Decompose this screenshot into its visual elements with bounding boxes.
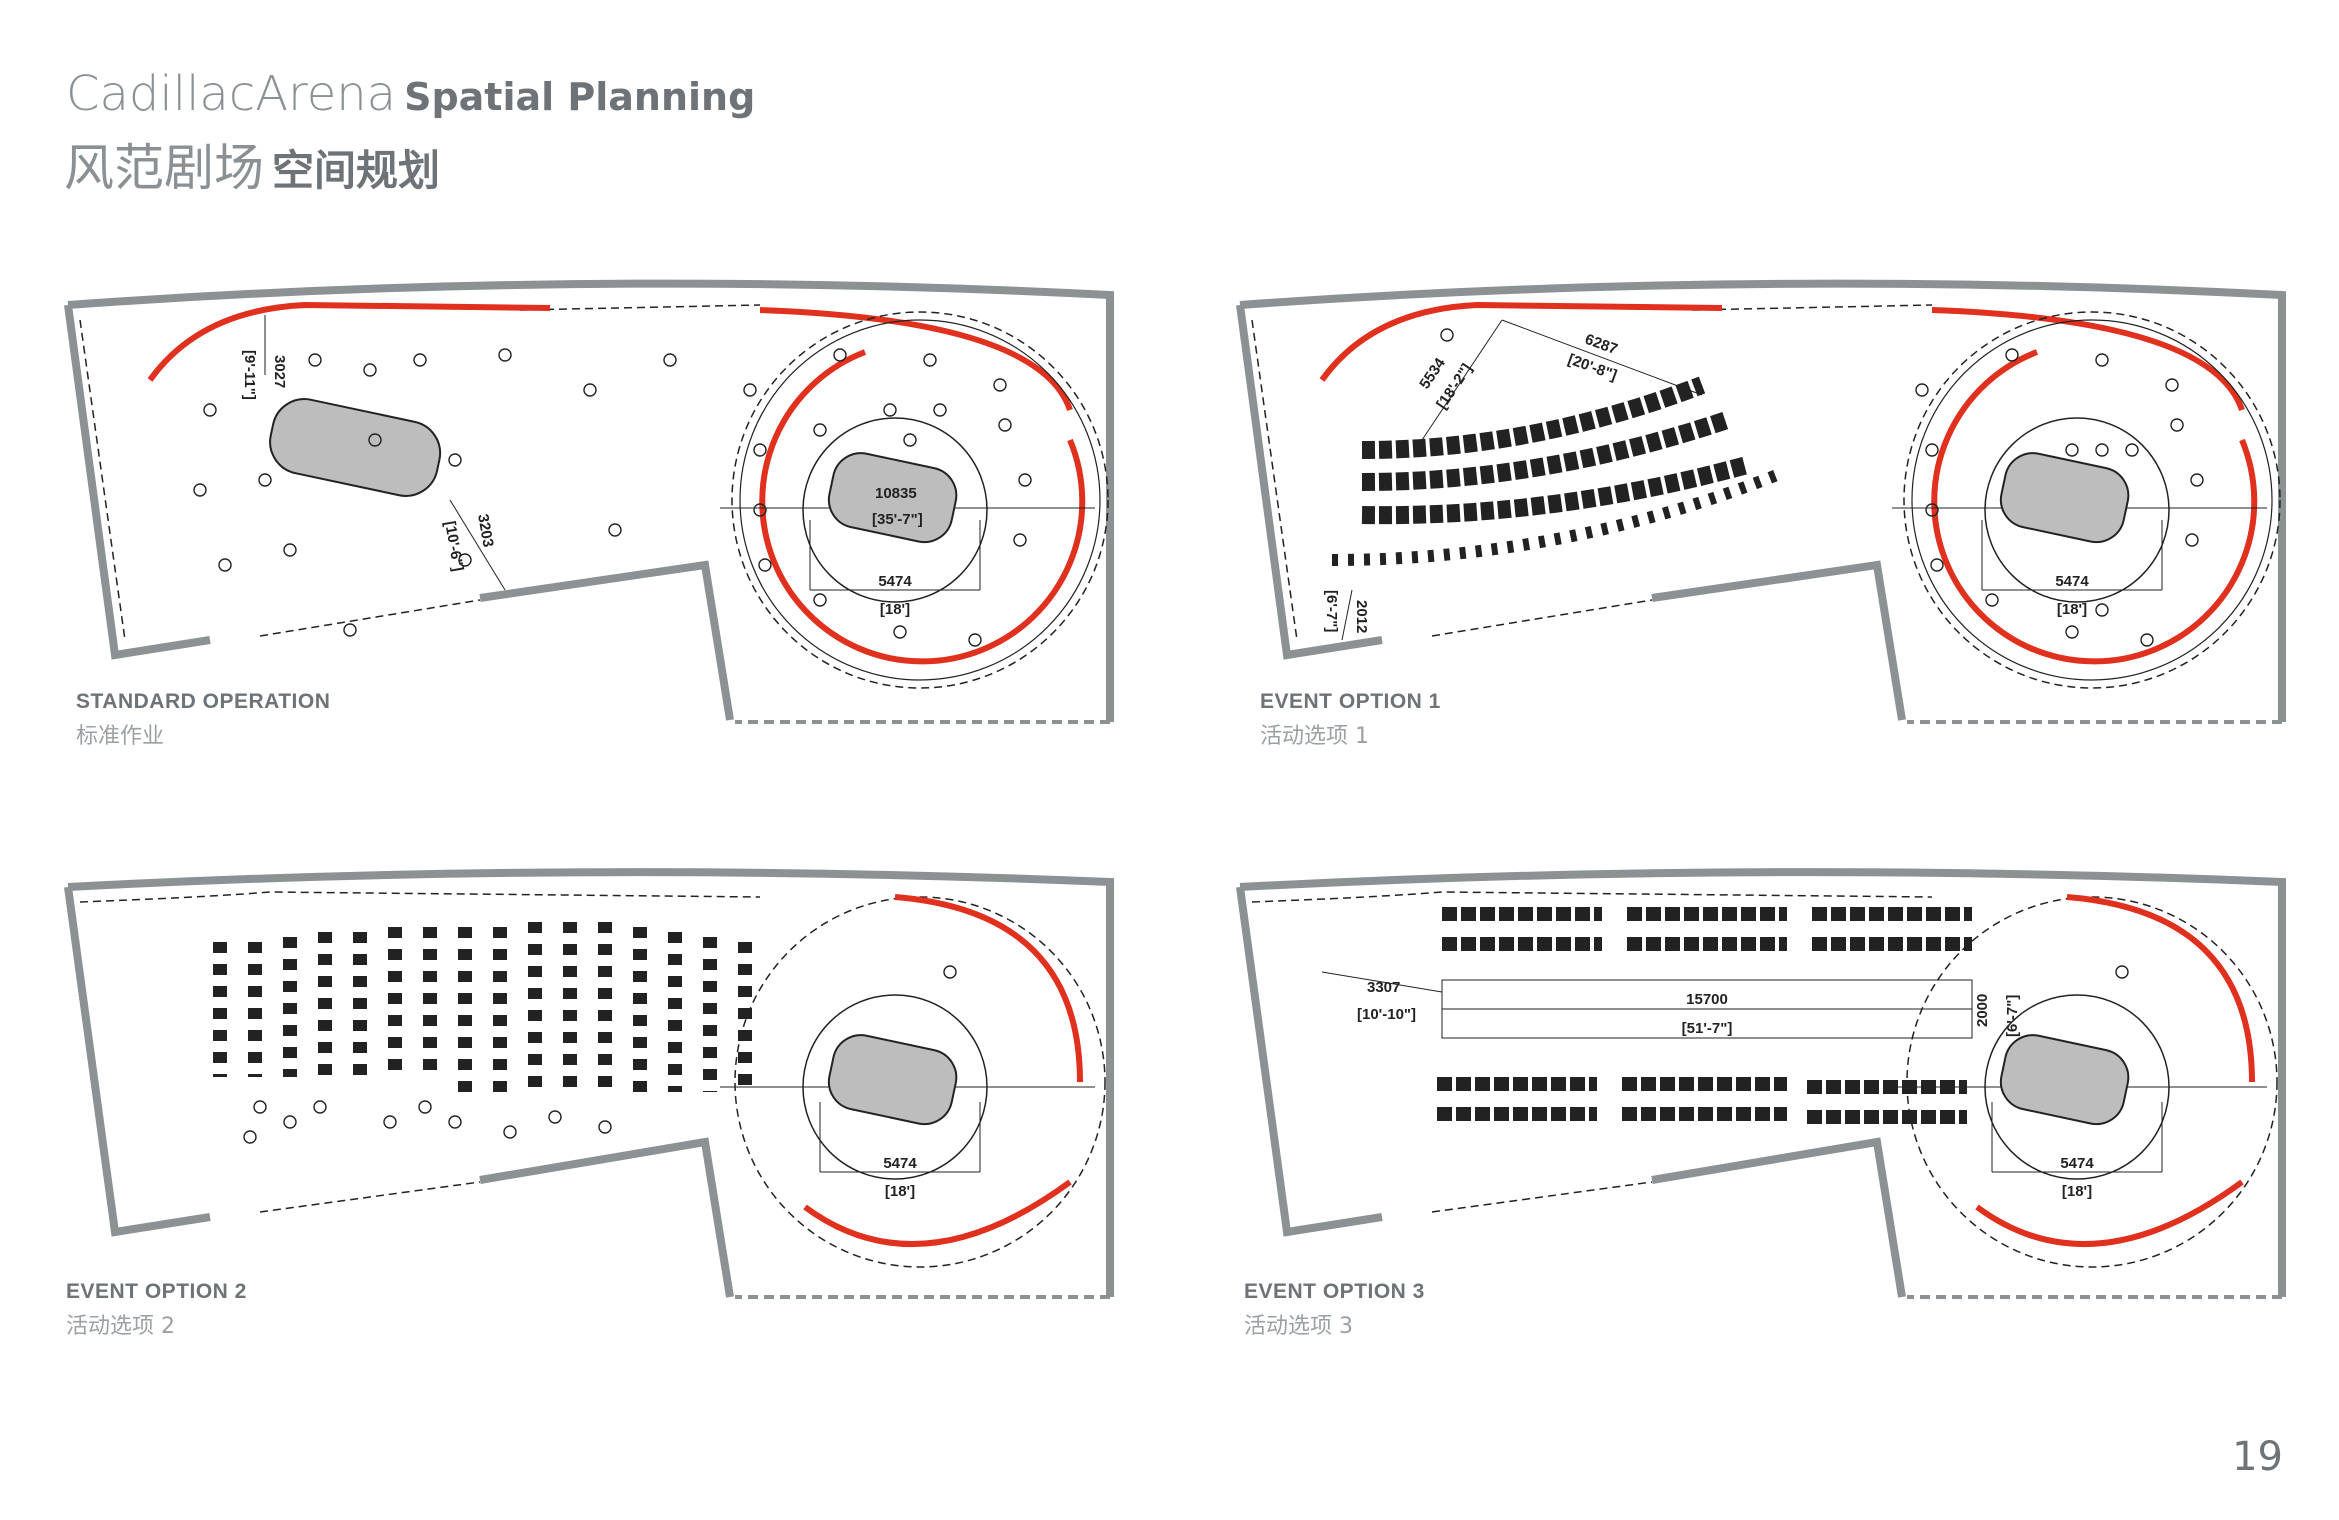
table-seat-rows xyxy=(1437,907,1972,1124)
title-en-bold: Spatial Planning xyxy=(404,75,756,119)
dim-b-metric: 15700 xyxy=(1686,991,1728,1008)
caption-zh: 活动选项 2 xyxy=(66,1314,175,1339)
dim-b-imperial: [51'-7"] xyxy=(1682,1020,1733,1037)
caption-standard-operation: STANDARD OPERATION 标准作业 xyxy=(76,690,330,750)
dim-c-imperial: [6'-7"] xyxy=(1323,590,1340,632)
dim-a-metric: 3027 xyxy=(271,355,288,388)
caption-event-option-1: EVENT OPTION 1 活动选项 1 xyxy=(1260,690,1441,750)
people-figures xyxy=(193,348,1032,647)
page-number: 19 xyxy=(2232,1434,2283,1480)
title-zh-light: 风范剧场 xyxy=(64,139,264,197)
dim-d-metric: 5474 xyxy=(2060,1155,2094,1172)
chair-grid xyxy=(213,922,752,1092)
people-figures xyxy=(243,965,957,1144)
dim-c-metric: 2012 xyxy=(1353,600,1370,633)
caption-en: EVENT OPTION 1 xyxy=(1260,690,1441,713)
plan-standard-operation: [9'-11"] 3027 3203 [10'-6"] 10835 [35'-7… xyxy=(60,260,1120,730)
caption-zh: 标准作业 xyxy=(76,724,165,749)
dim-d-imperial: [18'] xyxy=(2062,1183,2092,1200)
plan-event-option-1: 5534 [18'-2"] 6287 [20'-8"] 2012 [6'-7"]… xyxy=(1232,260,2292,730)
dim-a-imperial: [10'-10"] xyxy=(1357,1006,1416,1023)
caption-event-option-2: EVENT OPTION 2 活动选项 2 xyxy=(66,1280,247,1340)
caption-en: EVENT OPTION 3 xyxy=(1244,1280,1425,1303)
dim-a-imperial: [9'-11"] xyxy=(241,350,258,400)
dim-c-imperial: [6'-7"] xyxy=(2004,995,2021,1037)
people-figures xyxy=(2115,965,2129,979)
dim-d-metric: 5474 xyxy=(878,573,912,590)
dim-a-metric: 3307 xyxy=(1367,979,1400,996)
caption-zh: 活动选项 1 xyxy=(1260,724,1369,749)
caption-en: EVENT OPTION 2 xyxy=(66,1280,247,1303)
caption-event-option-3: EVENT OPTION 3 活动选项 3 xyxy=(1244,1280,1425,1340)
title-en-light: CadillacArena xyxy=(66,66,397,122)
dim-b-metric: 3203 xyxy=(474,513,497,549)
caption-zh: 活动选项 3 xyxy=(1244,1314,1353,1339)
plan-event-option-3: 3307 [10'-10"] 15700 [51'-7"] 2000 [6'-7… xyxy=(1232,852,2292,1322)
title-zh-bold: 空间规划 xyxy=(272,146,441,195)
plan-event-option-2: 5474 [18'] xyxy=(60,852,1120,1322)
caption-en: STANDARD OPERATION xyxy=(76,690,331,713)
dim-c-imperial: [35'-7"] xyxy=(872,511,923,528)
people-figures xyxy=(1440,328,2204,647)
page-title-zh: 风范剧场空间规划 xyxy=(64,128,440,200)
dim-c-metric: 2000 xyxy=(1974,994,1991,1027)
dim-d-imperial: [18'] xyxy=(880,601,910,618)
dim-d-metric: 5474 xyxy=(883,1155,917,1172)
dim-b-metric: 6287 xyxy=(1583,331,1620,358)
dim-d-imperial: [18'] xyxy=(885,1183,915,1200)
curved-seat-rows xyxy=(1361,376,1750,525)
dim-b-imperial: [10'-6"] xyxy=(441,520,467,573)
dim-c-metric: 10835 xyxy=(875,485,917,502)
dim-d-metric: 5474 xyxy=(2055,573,2089,590)
dim-d-imperial: [18'] xyxy=(2057,601,2087,618)
